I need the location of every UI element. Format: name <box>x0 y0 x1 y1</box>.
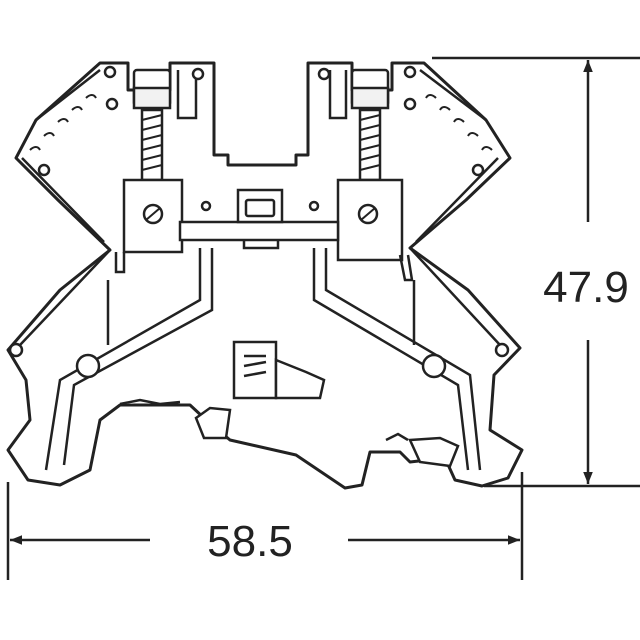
center-bridge <box>178 188 340 250</box>
height-label: 47.9 <box>543 263 629 312</box>
connection-points <box>8 65 510 379</box>
height-dimension: 47.9 <box>432 56 640 488</box>
right-screw-clamp <box>336 68 414 282</box>
lower-mount <box>119 340 460 468</box>
serrated-edges <box>29 94 493 151</box>
inner-channels <box>19 69 501 471</box>
width-dimension: 58.5 <box>6 472 524 580</box>
width-label: 58.5 <box>207 517 293 566</box>
terminal-block-body <box>6 61 524 490</box>
left-screw-clamp <box>114 68 184 274</box>
